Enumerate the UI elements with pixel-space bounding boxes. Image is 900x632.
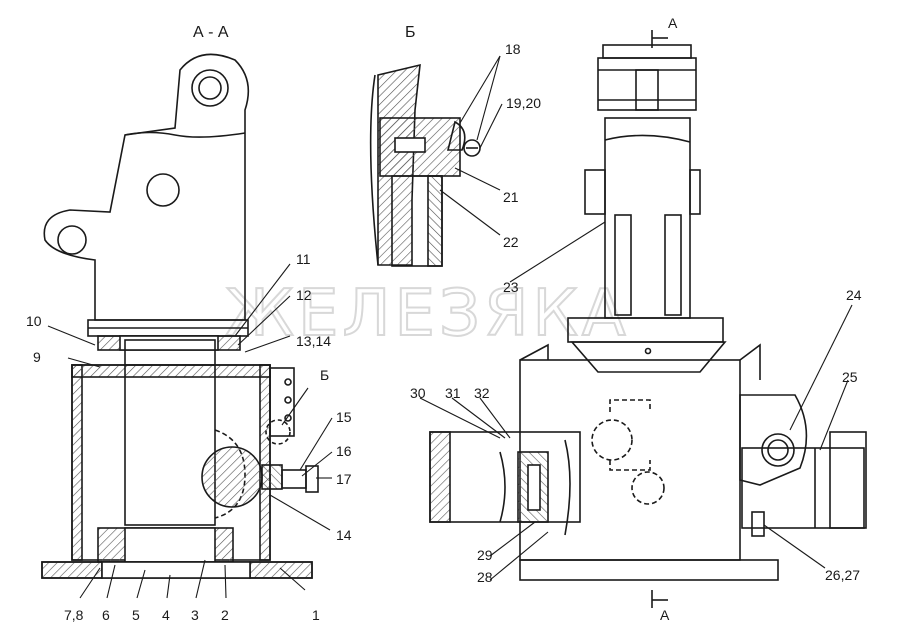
callout-6: 6 [102,607,110,623]
callout-26-27: 26,27 [825,567,860,583]
callout-11: 11 [296,251,311,267]
side-view [429,30,867,608]
callout-22: 22 [503,234,519,250]
detail-b-title: Б [405,24,416,41]
callout-labels: 1 2 3 4 5 6 7,8 9 10 11 12 13,14 14 15 1… [26,41,862,623]
callout-10: 10 [26,313,42,329]
callout-5: 5 [132,607,140,623]
callout-19-20: 19,20 [506,95,541,111]
b-marker: Б [320,367,329,383]
callout-24: 24 [846,287,862,303]
callout-15: 15 [336,409,352,425]
callout-30: 30 [410,385,426,401]
cut-mark-bottom: А [660,607,670,623]
section-aa-view [41,53,319,579]
callout-14: 14 [336,527,352,543]
detail-b-view [369,63,481,267]
callout-23: 23 [503,279,519,295]
callout-2: 2 [221,607,229,623]
callout-16: 16 [336,443,352,459]
watermark: ЖЕЛЕЗЯКА [225,277,630,351]
cut-mark-top: А [668,15,678,31]
callout-9: 9 [33,349,41,365]
leader-lines [47,55,853,599]
callout-1: 1 [312,607,320,623]
callout-17: 17 [336,471,352,487]
callout-3: 3 [191,607,199,623]
callout-13-14: 13,14 [296,333,331,349]
callout-12: 12 [296,287,312,303]
callout-31: 31 [445,385,461,401]
callout-4: 4 [162,607,170,623]
callout-28: 28 [477,569,493,585]
section-aa-title: А - А [193,24,229,41]
callout-32: 32 [474,385,490,401]
callout-25: 25 [842,369,858,385]
callout-7-8: 7,8 [64,607,84,623]
callout-29: 29 [477,547,493,563]
callout-21: 21 [503,189,519,205]
callout-18: 18 [505,41,521,57]
